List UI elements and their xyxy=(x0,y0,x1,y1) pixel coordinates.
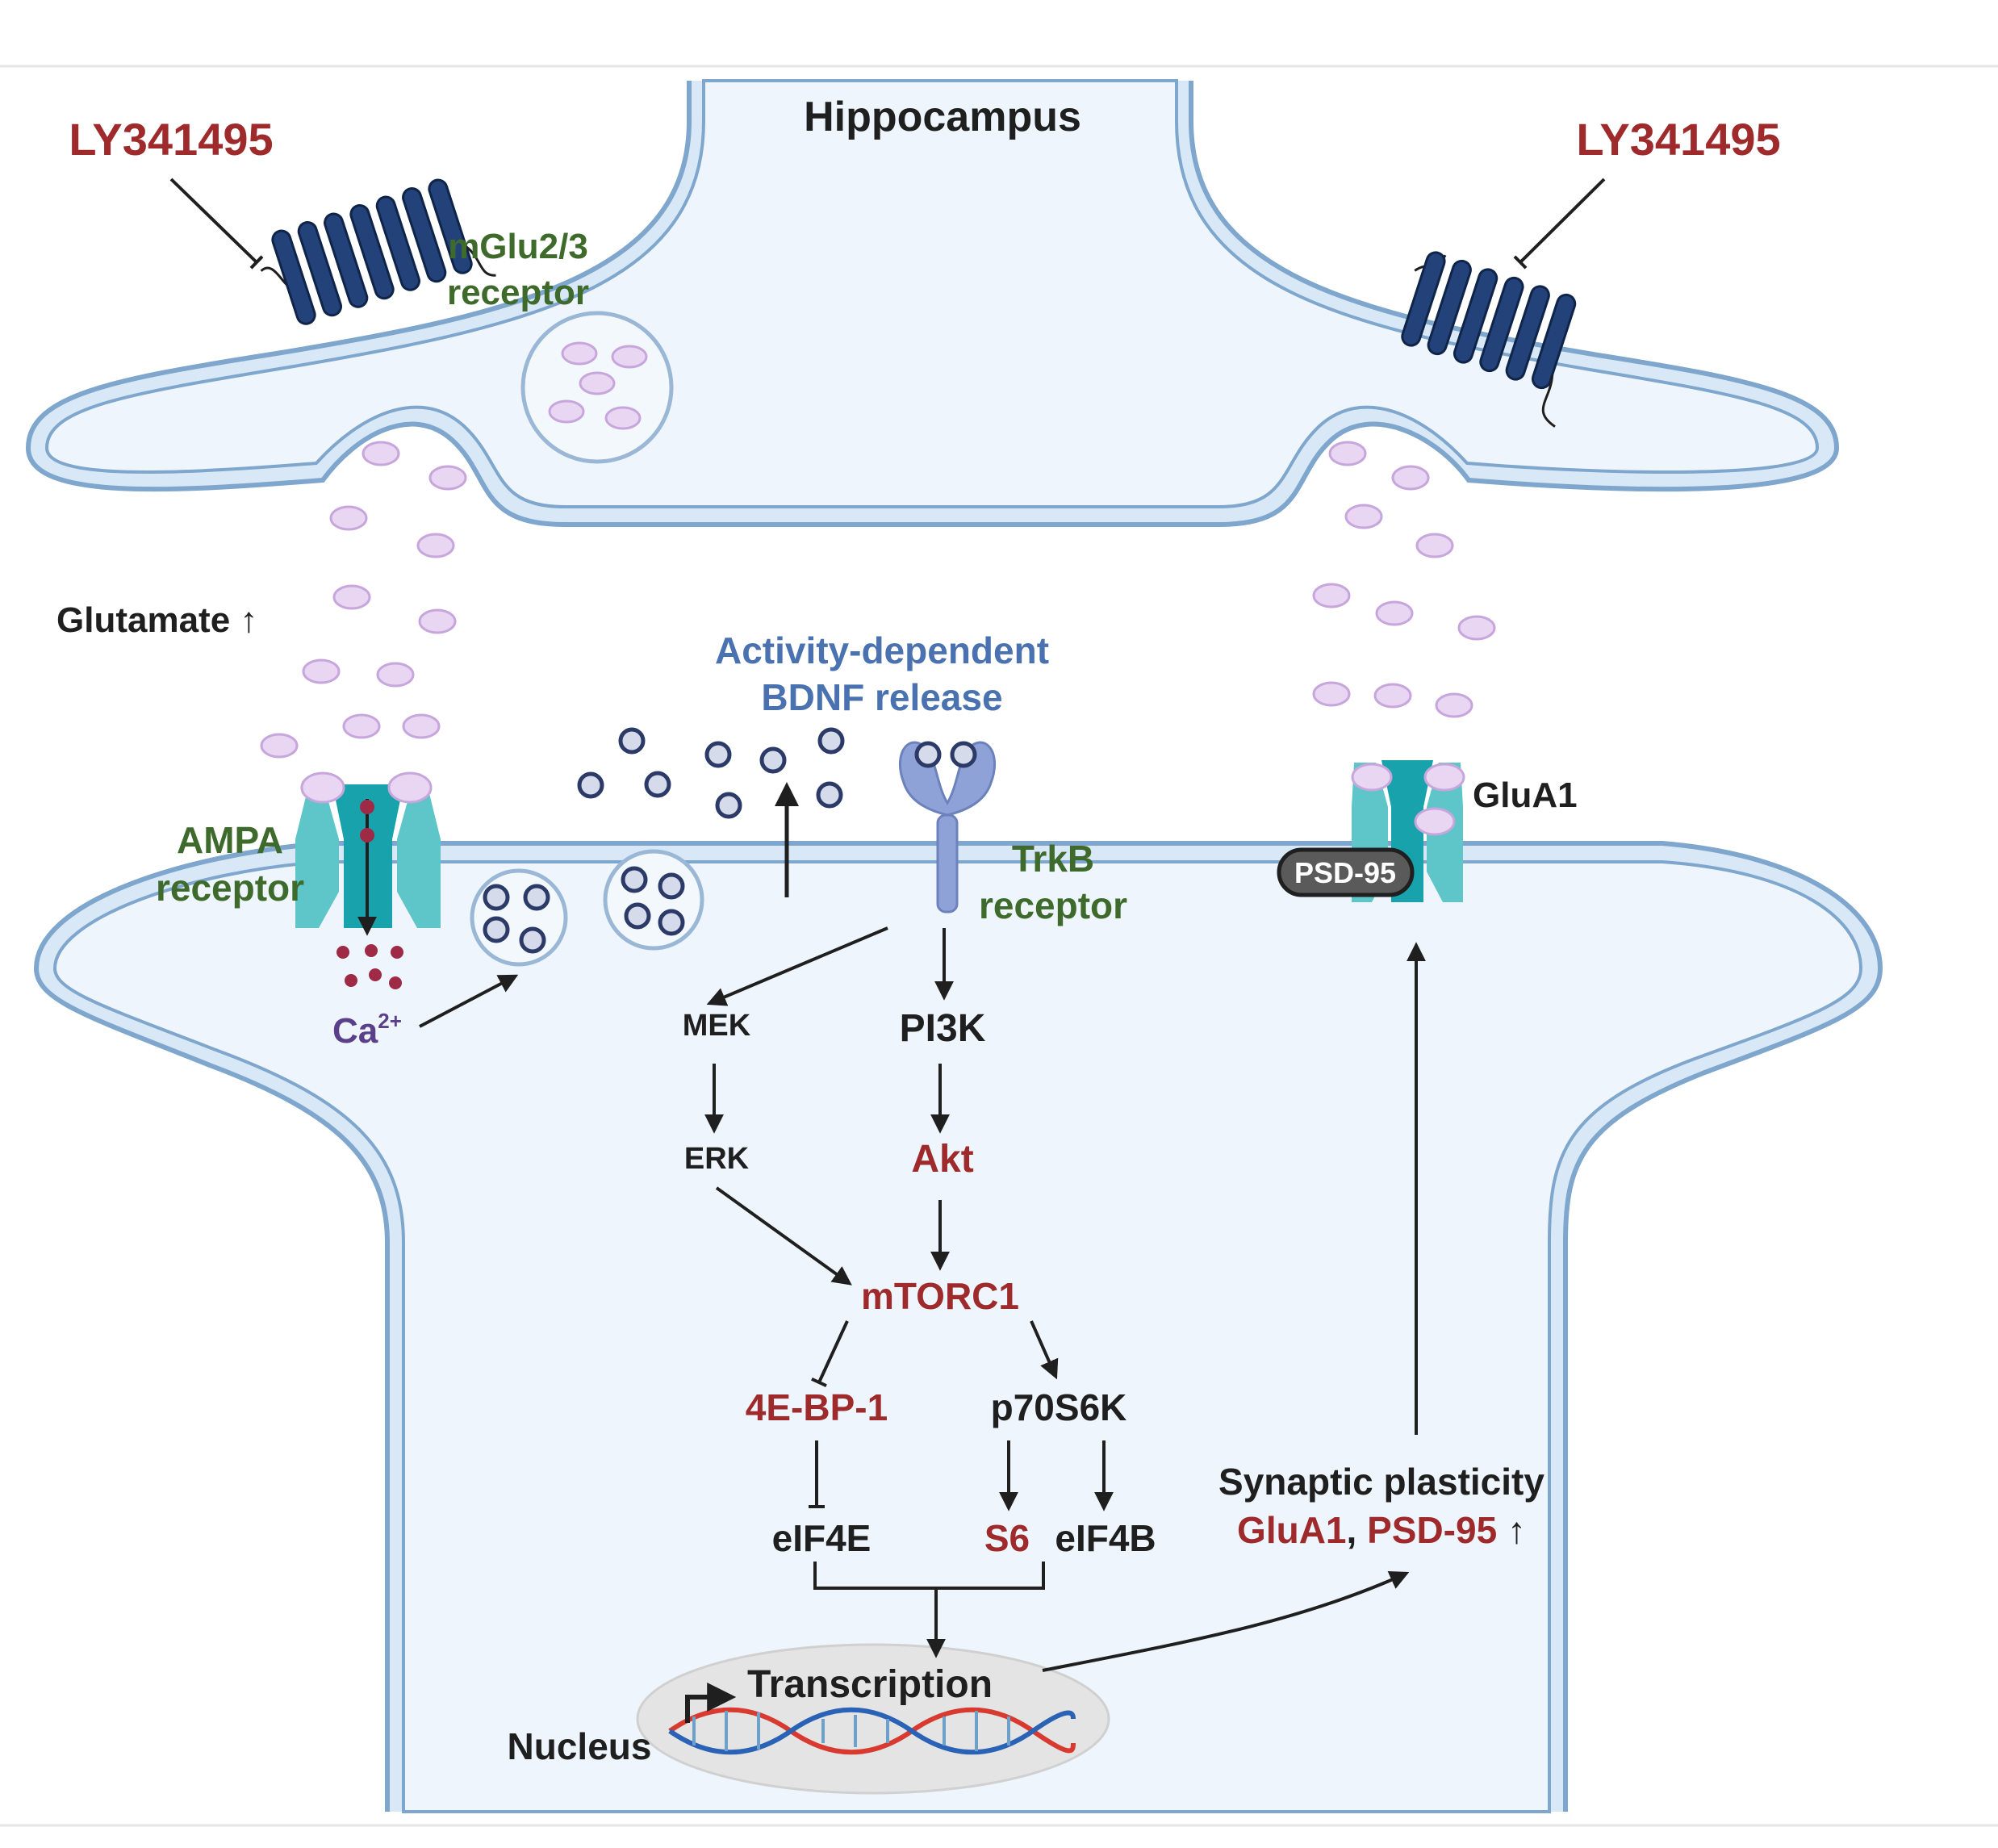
ampa-receptor-label-line2: receptor xyxy=(156,867,304,909)
transcription-start-arrow xyxy=(685,1683,737,1723)
arrow-mtorc1-to-p70s6k xyxy=(1030,1320,1059,1380)
trkb-receptor-shape xyxy=(899,741,996,914)
nucleus xyxy=(636,1643,1110,1795)
bdnf-release-label-line2: BDNF release xyxy=(761,676,1002,718)
calcium-ions xyxy=(336,944,403,989)
synaptic-vesicle-top xyxy=(520,311,674,464)
glutamate-molecules-left xyxy=(260,441,467,801)
arrow-transcription-to-plasticity xyxy=(1042,1571,1410,1672)
released-bdnf-molecules xyxy=(577,727,845,819)
glua1-label: GluA1 xyxy=(1473,776,1578,815)
erk-label: ERK xyxy=(684,1142,750,1176)
trkb-receptor-label-line1: TrkB xyxy=(1012,838,1094,880)
dna-helix xyxy=(668,1707,1076,1755)
mglu-receptor-right xyxy=(1401,251,1577,428)
glutamate-label: Glutamate ↑ xyxy=(56,600,257,640)
pathway-arrows xyxy=(419,926,1426,1672)
mglu-receptor-label-line2: receptor xyxy=(447,273,589,312)
arrow-ca-to-vesicle xyxy=(419,974,519,1028)
ly341495-inhibition-left xyxy=(169,178,264,270)
mglu-receptor-label-line1: mGlu2/3 xyxy=(448,227,588,266)
mek-label: MEK xyxy=(683,1009,751,1043)
synaptic-plasticity-label: Synaptic plasticity xyxy=(1218,1461,1544,1503)
presynaptic-terminal xyxy=(25,79,1840,527)
transcription-label: Transcription xyxy=(747,1663,993,1706)
eif4e-label: eIF4E xyxy=(772,1517,872,1559)
akt-label: Akt xyxy=(911,1138,973,1181)
ampa-receptor-label-line1: AMPA xyxy=(177,819,283,861)
s6-label: S6 xyxy=(984,1517,1030,1559)
calcium-symbol: Ca xyxy=(332,1011,378,1051)
region-title: Hippocampus xyxy=(804,94,1081,140)
bdnf-vesicle-2 xyxy=(603,849,704,951)
inhibit-mtorc1-to-4ebp1 xyxy=(811,1320,849,1387)
glutamate-increase-arrow: ↑ xyxy=(240,600,257,640)
postsynaptic-spine xyxy=(33,841,1883,1813)
drug-label-right: LY341495 xyxy=(1576,114,1780,165)
nucleus-label: Nucleus xyxy=(508,1725,652,1767)
ly341495-inhibition-right xyxy=(1513,178,1606,270)
plasticity-glua1: GluA1 xyxy=(1237,1509,1346,1551)
plasticity-psd95: PSD-95 xyxy=(1367,1509,1497,1551)
glutamate-molecules-right xyxy=(1312,441,1496,718)
psd95-badge: PSD-95 xyxy=(1277,847,1415,897)
psd95-badge-text: PSD-95 xyxy=(1294,856,1396,889)
p70s6k-label: p70S6K xyxy=(991,1386,1127,1428)
arrow-erk-to-mtorc1 xyxy=(715,1186,852,1286)
glutamate-text: Glutamate xyxy=(56,600,230,640)
arrow-trkb-to-mek xyxy=(706,926,888,1006)
plasticity-markers-line: GluA1, PSD-95 ↑ xyxy=(1237,1509,1526,1551)
bracket-to-transcription xyxy=(813,1562,1045,1590)
plasticity-increase-arrow: ↑ xyxy=(1507,1509,1526,1551)
ampa-receptor-channel xyxy=(295,771,441,936)
pi3k-label: PI3K xyxy=(900,1007,986,1050)
4ebp1-label: 4E-BP-1 xyxy=(746,1386,888,1428)
bdnf-release-label-line1: Activity-dependent xyxy=(715,629,1049,671)
trkb-receptor-label-line2: receptor xyxy=(979,884,1127,926)
mglu-receptor-left xyxy=(260,178,496,325)
plasticity-comma: , xyxy=(1347,1509,1357,1551)
eif4b-label: eIF4B xyxy=(1055,1517,1156,1559)
calcium-label: Ca2+ xyxy=(332,1009,402,1051)
calcium-charge: 2+ xyxy=(378,1009,402,1033)
bdnf-vesicle-1 xyxy=(470,868,568,967)
mtorc1-label: mTORC1 xyxy=(861,1275,1019,1317)
drug-label-left: LY341495 xyxy=(69,114,273,165)
